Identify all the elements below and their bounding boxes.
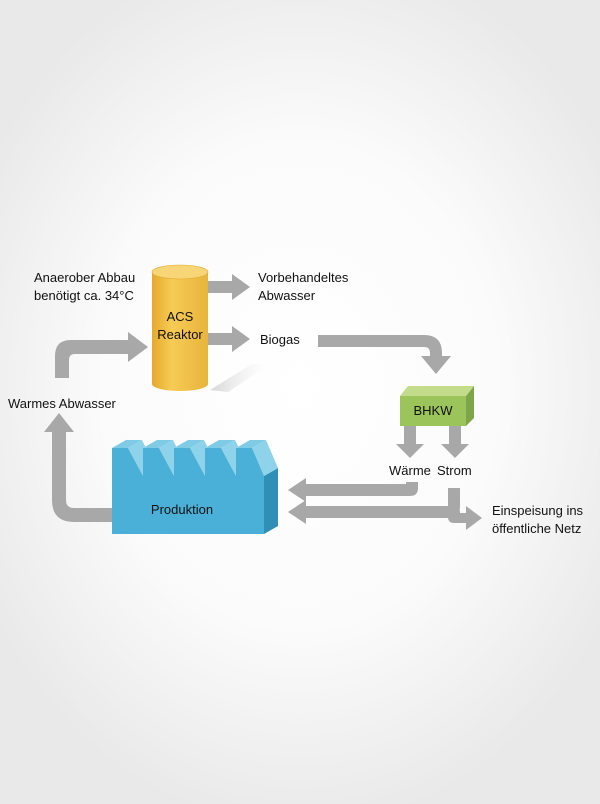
label-grid-feed: Einspeisung ins öffentliche Netz	[492, 502, 583, 538]
arrow-bhkw-strom	[441, 426, 469, 458]
factory-production	[112, 440, 278, 534]
arrow-reactor-to-biogas	[208, 326, 250, 352]
label-pretreated-line2: Abwasser	[258, 288, 316, 303]
acs-reactor	[151, 264, 209, 391]
reactor-shadow	[210, 364, 270, 392]
arrow-strom-to-production	[288, 488, 460, 524]
reactor-label-line2: Reaktor	[157, 327, 203, 342]
arrow-production-to-warm-water	[44, 413, 112, 522]
bhkw-label: BHKW	[413, 403, 453, 418]
arrow-biogas-to-bhkw	[318, 335, 451, 374]
arrow-reactor-to-pretreated-water	[208, 274, 250, 300]
bhkw-unit	[400, 386, 474, 426]
label-grid-feed-line2: öffentliche Netz	[492, 521, 582, 536]
arrow-warm-water-to-reactor	[55, 332, 148, 378]
reactor-label-line1: ACS	[166, 309, 194, 324]
arrow-waerme-to-production	[288, 478, 418, 502]
label-pretreated-line1: Vorbehandeltes	[258, 270, 349, 285]
reactor-label: ACS Reaktor	[152, 308, 208, 344]
factory-label: Produktion	[150, 502, 214, 517]
label-biogas: Biogas	[260, 332, 300, 347]
arrow-bhkw-waerme	[396, 426, 424, 458]
label-waerme: Wärme	[389, 463, 431, 478]
label-anaerobic-line2: benötigt ca. 34°C	[34, 288, 134, 303]
label-anaerobic-degradation: Anaerober Abbau benötigt ca. 34°C	[34, 269, 135, 305]
label-grid-feed-line1: Einspeisung ins	[492, 503, 584, 518]
label-warm-water: Warmes Abwasser	[8, 396, 116, 411]
label-anaerobic-line1: Anaerober Abbau	[34, 270, 136, 285]
label-strom: Strom	[437, 463, 472, 478]
label-pretreated-water: Vorbehandeltes Abwasser	[258, 269, 348, 305]
arrow-strom-to-grid	[448, 506, 482, 530]
